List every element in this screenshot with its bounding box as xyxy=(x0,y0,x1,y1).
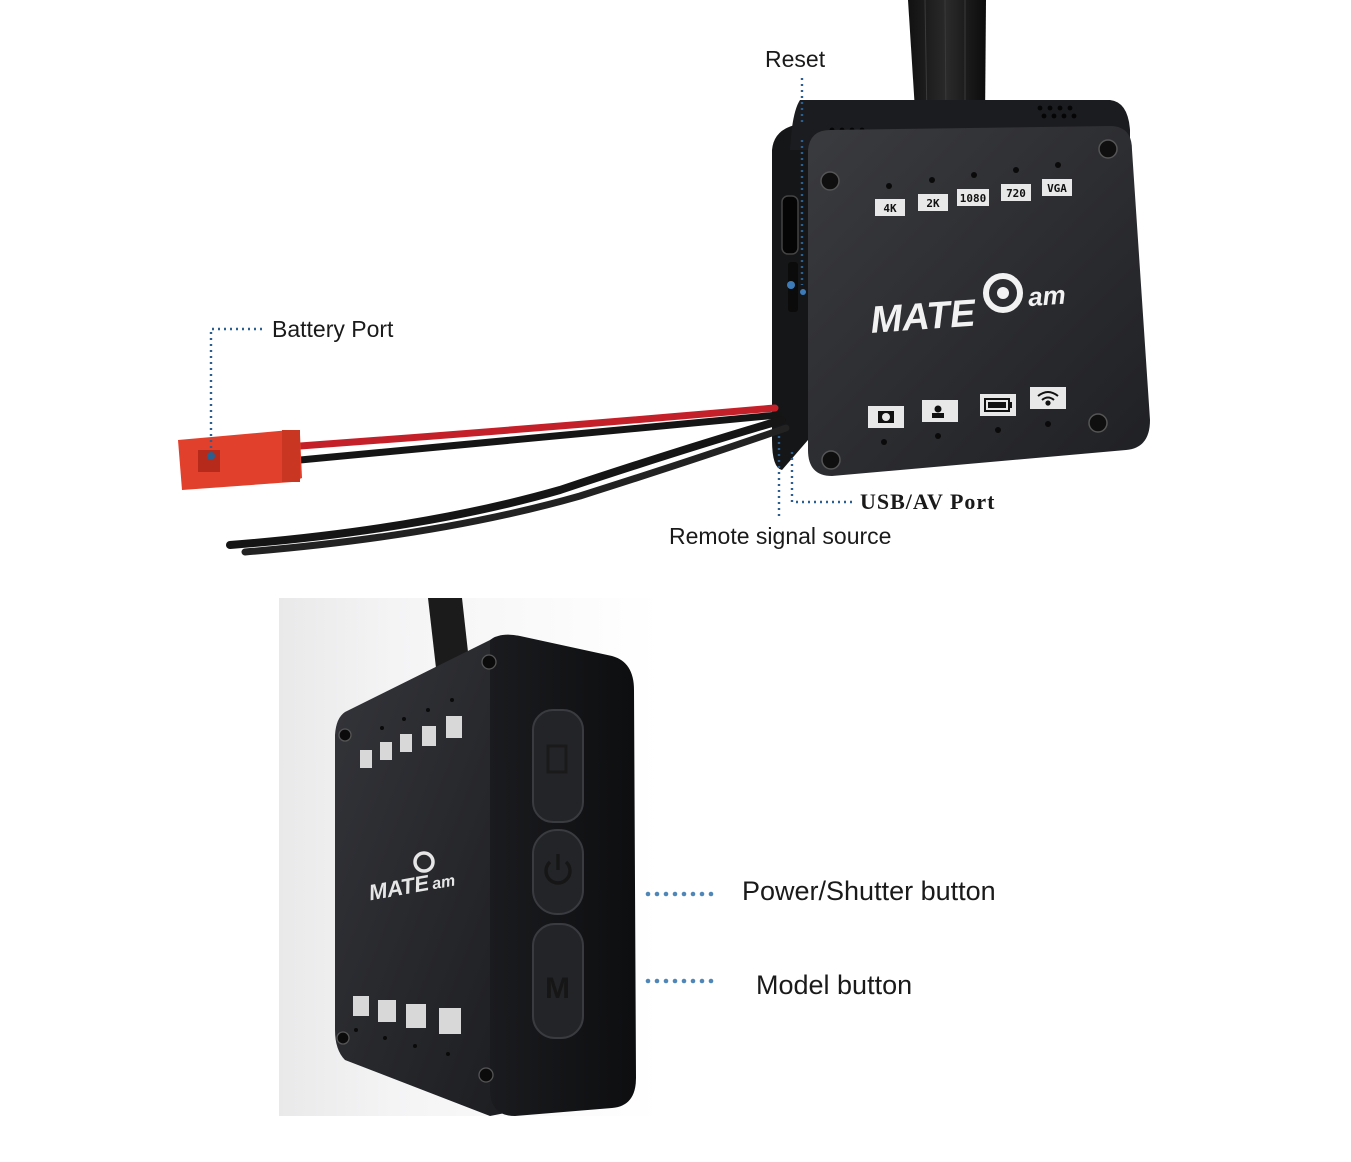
power-icon xyxy=(544,854,572,885)
res-tag-2k: 2K xyxy=(926,197,940,210)
resolution-tags: 4K 2K 1080 720 VGA xyxy=(875,179,1072,216)
res-tag-720: 720 xyxy=(1006,187,1026,200)
label-remote-signal-source: Remote signal source xyxy=(669,523,892,549)
res-tag-4k: 4K xyxy=(883,202,897,215)
matecam-logo: MATE am xyxy=(869,273,1067,342)
camera-module-side: MATE am M xyxy=(335,634,636,1116)
svg-text:MATE: MATE xyxy=(869,292,978,341)
label-reset: Reset xyxy=(765,46,826,72)
battery-icon xyxy=(984,398,1012,412)
mode-icons xyxy=(868,387,1066,428)
res-tag-vga: VGA xyxy=(1047,182,1067,195)
wifi-icon xyxy=(1037,391,1059,406)
label-power-shutter-button: Power/Shutter button xyxy=(742,876,996,906)
label-usb-av-port: USB/AV Port xyxy=(860,489,996,514)
label-model-button: Model button xyxy=(756,970,913,1000)
svg-text:am: am xyxy=(431,872,457,893)
callout-lines xyxy=(209,78,852,516)
svg-text:am: am xyxy=(1027,280,1067,313)
mode-m-icon: M xyxy=(545,972,570,1005)
camera-module-top: 4K 2K 1080 720 VGA MATE am xyxy=(772,100,1150,476)
shutter-logo-icon xyxy=(983,273,1023,313)
top-device-photo: 4K 2K 1080 720 VGA MATE am xyxy=(178,0,1150,556)
screen-icon xyxy=(546,744,568,774)
button-callout-dots xyxy=(645,891,714,984)
video-user-icon xyxy=(932,405,944,418)
screw-icon xyxy=(820,139,1118,470)
svg-text:MATE: MATE xyxy=(367,870,432,905)
label-battery-port: Battery Port xyxy=(272,316,394,342)
battery-connector xyxy=(178,430,302,490)
wires xyxy=(226,404,790,556)
side-buttons: M xyxy=(532,709,584,1039)
res-tag-1080: 1080 xyxy=(960,192,987,205)
